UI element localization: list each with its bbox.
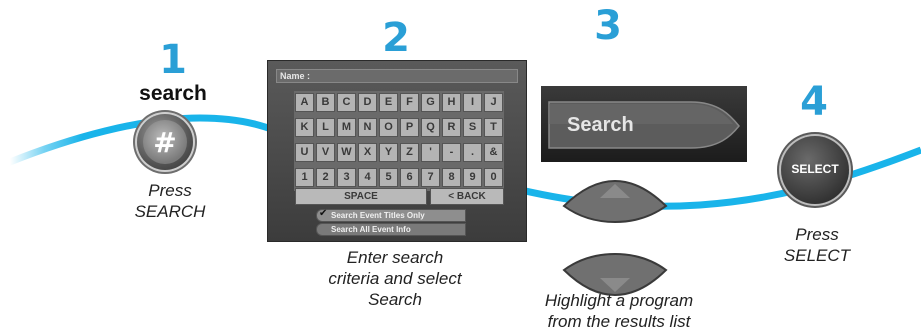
keyboard-key[interactable]: 1 <box>295 168 314 187</box>
step-1-number: 1 <box>159 37 187 83</box>
keyboard-key[interactable]: . <box>463 143 482 162</box>
keyboard-key[interactable]: E <box>379 93 398 112</box>
keyboard-key[interactable]: J <box>484 93 503 112</box>
option-search-titles[interactable]: ✔ Search Event Titles Only <box>316 208 466 222</box>
option-search-titles-label: Search Event Titles Only <box>331 211 425 220</box>
space-key-label: SPACE <box>344 191 378 202</box>
keyboard-key[interactable]: R <box>442 118 461 137</box>
keyboard-key[interactable]: 5 <box>379 168 398 187</box>
checkmark-icon: ✔ <box>319 208 328 219</box>
keyboard-key[interactable]: X <box>358 143 377 162</box>
arrow-down-button-icon[interactable] <box>562 252 668 296</box>
keyboard-key[interactable]: K <box>295 118 314 137</box>
keyboard-key[interactable]: M <box>337 118 356 137</box>
keyboard-key[interactable]: - <box>442 143 461 162</box>
search-button-screen: Search <box>541 86 747 162</box>
keyboard-key[interactable]: O <box>379 118 398 137</box>
keyboard-key[interactable]: D <box>358 93 377 112</box>
select-button-label: SELECT <box>791 162 839 176</box>
search-button-label: Search <box>567 114 634 136</box>
keyboard-key[interactable]: 4 <box>358 168 377 187</box>
step-1-caption-line-1: Press <box>148 181 192 200</box>
keyboard-key[interactable]: S <box>463 118 482 137</box>
keyboard-key[interactable]: 7 <box>421 168 440 187</box>
keyboard-key[interactable]: C <box>337 93 356 112</box>
step-2-caption: Enter search criteria and select Search <box>290 247 500 310</box>
hash-symbol: # <box>153 126 177 159</box>
keyboard-key[interactable]: U <box>295 143 314 162</box>
step-1-caption-line-2: SEARCH <box>134 202 206 221</box>
option-search-all[interactable]: Search All Event Info <box>316 223 466 236</box>
step-2-caption-line-2: criteria and select <box>328 269 462 288</box>
step-4-number: 4 <box>800 79 828 125</box>
keyboard-key[interactable]: H <box>442 93 461 112</box>
hash-button-icon[interactable]: # <box>137 114 193 170</box>
keyboard-key[interactable]: T <box>484 118 503 137</box>
keyboard-key[interactable]: & <box>484 143 503 162</box>
keyboard-key[interactable]: I <box>463 93 482 112</box>
keyboard-key[interactable]: 0 <box>484 168 503 187</box>
step-4-caption-line-1: Press <box>795 225 839 244</box>
step-3-number: 3 <box>594 3 622 49</box>
step-4-caption: Press SELECT <box>770 224 864 266</box>
keyboard-key[interactable]: B <box>316 93 335 112</box>
keyboard-key[interactable]: L <box>316 118 335 137</box>
step-1-caption: Press SEARCH <box>115 180 225 222</box>
name-field[interactable]: Name : <box>276 69 518 83</box>
back-key-label: < BACK <box>448 191 486 202</box>
keyboard-key[interactable]: W <box>337 143 356 162</box>
space-key[interactable]: SPACE <box>295 188 427 205</box>
option-search-all-label: Search All Event Info <box>331 225 411 234</box>
step-2-caption-line-3: Search <box>368 290 422 309</box>
back-key[interactable]: < BACK <box>430 188 504 205</box>
keyboard-key[interactable]: V <box>316 143 335 162</box>
keyboard-key[interactable]: Q <box>421 118 440 137</box>
step-2-caption-line-1: Enter search <box>346 248 444 267</box>
keyboard-key[interactable]: N <box>358 118 377 137</box>
arrow-buttons <box>562 180 668 296</box>
keyboard-key[interactable]: G <box>421 93 440 112</box>
search-button-shape[interactable] <box>541 86 747 162</box>
keyboard-key[interactable]: 2 <box>316 168 335 187</box>
step-3-caption-line-1: Highlight a program <box>544 291 694 310</box>
keyboard-key[interactable]: Y <box>379 143 398 162</box>
hash-button-inner: # <box>143 120 187 164</box>
step-4-caption-line-2: SELECT <box>783 246 851 265</box>
keyboard-key[interactable]: 8 <box>442 168 461 187</box>
keyboard-key[interactable]: F <box>400 93 419 112</box>
step-3-caption: Highlight a program from the results lis… <box>509 290 729 332</box>
arrow-up-button-icon[interactable] <box>562 180 668 224</box>
name-field-label: Name : <box>280 71 311 81</box>
keyboard-key[interactable]: 6 <box>400 168 419 187</box>
step-2-number: 2 <box>382 15 410 61</box>
step-1-word: search <box>139 82 207 105</box>
keyboard-key[interactable]: A <box>295 93 314 112</box>
keyboard-key[interactable]: P <box>400 118 419 137</box>
keyboard-key[interactable]: Z <box>400 143 419 162</box>
step-3-caption-line-2: from the results list <box>547 312 691 331</box>
keyboard-key[interactable]: ' <box>421 143 440 162</box>
select-button-icon[interactable]: SELECT <box>781 136 849 204</box>
keyboard-key[interactable]: 3 <box>337 168 356 187</box>
keyboard-key[interactable]: 9 <box>463 168 482 187</box>
